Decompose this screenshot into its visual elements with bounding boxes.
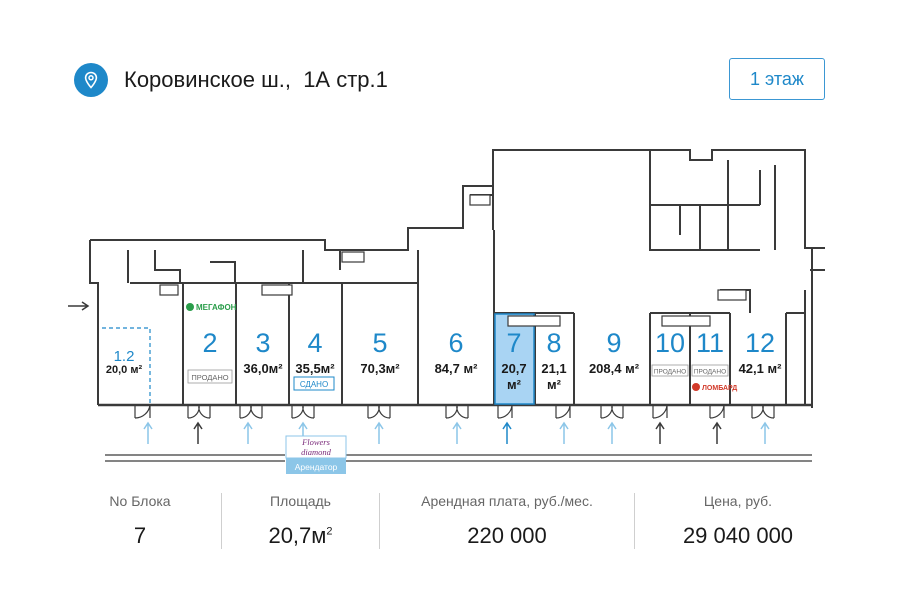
unit-stats: No Блока 7 Площадь 20,7м2 Арендная плата… [60, 485, 860, 565]
stat-divider [221, 493, 222, 549]
unit-area-7: 20,7 [501, 361, 526, 376]
stat-price-label: Цена, руб. [703, 493, 773, 509]
unit-number-1-2: 1.2 [114, 348, 135, 365]
unit-area-7-unit: м² [507, 377, 522, 392]
unit-number-5: 5 [372, 328, 387, 358]
plan-walls [89, 149, 825, 408]
unit-area-8-unit: м² [547, 377, 562, 392]
unit-number-6: 6 [448, 328, 463, 358]
stat-block-value: 7 [133, 523, 147, 548]
stat-area-label: Площадь [270, 493, 331, 509]
unit-numbers: 1.2 2 3 4 5 6 7 8 9 10 11 12 [114, 328, 775, 365]
unit-area-5: 70,3м² [360, 361, 400, 376]
entrance-arrow-icon [607, 421, 617, 444]
unit-number-11: 11 [696, 328, 724, 358]
unit-area-6: 84,7 м² [435, 361, 479, 376]
tenant-name-line1: Flowers [301, 437, 331, 447]
unit-badges: ПРОДАНО СДАНО ПРОДАНО ПРОДАНО [187, 364, 729, 391]
address-text: Коровинское ш., 1А стр.1 [124, 67, 388, 92]
entrance-arrow-icon [760, 421, 770, 444]
entrance-arrow-icon [143, 421, 153, 444]
unit-7-selected-fill[interactable] [494, 313, 535, 405]
tenant-name-line2: diamond [301, 447, 332, 457]
unit-area-12: 42,1 м² [739, 361, 783, 376]
stat-price: Цена, руб. 29 040 000 [635, 485, 841, 555]
unit-number-2: 2 [202, 328, 217, 358]
badge-rented-4: СДАНО [300, 380, 328, 389]
unit-number-3: 3 [255, 328, 270, 358]
tenant-label: Flowers diamond Арендатор [285, 435, 347, 474]
unit-area-9: 208,4 м² [589, 361, 640, 376]
entrance-arrow-icon [559, 421, 569, 444]
entrance-arrow-icon [374, 421, 384, 444]
stat-divider [634, 493, 635, 549]
entrance-arrow-icon [193, 421, 203, 444]
stat-block: No Блока 7 [60, 485, 220, 555]
unit-areas: 20,0 м² 36,0м² 35,5м² 70,3м² 84,7 м² 20,… [106, 361, 782, 392]
entrance-arrow-icon [502, 421, 512, 444]
stat-block-label: No Блока [109, 493, 171, 509]
stat-area: Площадь 20,7м2 [222, 485, 379, 555]
unit-area-8: 21,1 [541, 361, 566, 376]
entrance-arrow-icon [243, 421, 253, 444]
badge-sold-11: ПРОДАНО [694, 369, 726, 376]
brand-megafon: МЕГАФОН [196, 303, 237, 312]
stat-rent-value: 220 000 [467, 523, 547, 548]
fixtures [159, 194, 747, 327]
unit-number-10: 10 [655, 328, 685, 358]
side-entrance-arrow-icon [68, 301, 90, 311]
unit-number-9: 9 [606, 328, 621, 358]
stat-area-value: 20,7м2 [268, 523, 333, 548]
lombard-logo-icon [692, 383, 700, 391]
stat-divider [379, 493, 380, 549]
brand-lombard: ЛОМБАРД [702, 385, 737, 392]
address-header: Коровинское ш., 1А стр.1 [74, 60, 388, 100]
badge-sold-2: ПРОДАНО [191, 373, 228, 382]
doors [134, 404, 775, 419]
entrance-arrow-icon [452, 421, 462, 444]
unit-number-12: 12 [745, 328, 775, 358]
badge-sold-10: ПРОДАНО [654, 369, 686, 376]
stat-rent: Арендная плата, руб./мес. 220 000 [380, 485, 634, 555]
stat-rent-label: Арендная плата, руб./мес. [421, 493, 593, 509]
unit-area-4: 35,5м² [295, 361, 335, 376]
entrance-arrow-icon [655, 421, 665, 444]
megafon-logo-icon [186, 303, 194, 311]
unit-area-3: 36,0м² [243, 361, 283, 376]
unit-number-8: 8 [546, 328, 561, 358]
unit-area-1-2: 20,0 м² [106, 364, 143, 376]
brand-logos: МЕГАФОН ЛОМБАРД [186, 303, 737, 392]
street-lines [105, 454, 812, 462]
unit-1-2-outline [102, 327, 151, 405]
location-pin-icon [74, 63, 108, 97]
entrance-arrow-icon [712, 421, 722, 444]
unit-number-4: 4 [307, 328, 322, 358]
floor-select-button[interactable]: 1 этаж [729, 58, 825, 100]
unit-number-7: 7 [506, 328, 521, 358]
entrance-arrow-icon [298, 421, 308, 436]
stat-price-value: 29 040 000 [682, 523, 794, 548]
entrance-arrows [68, 301, 770, 444]
tenant-caption: Арендатор [295, 462, 338, 472]
